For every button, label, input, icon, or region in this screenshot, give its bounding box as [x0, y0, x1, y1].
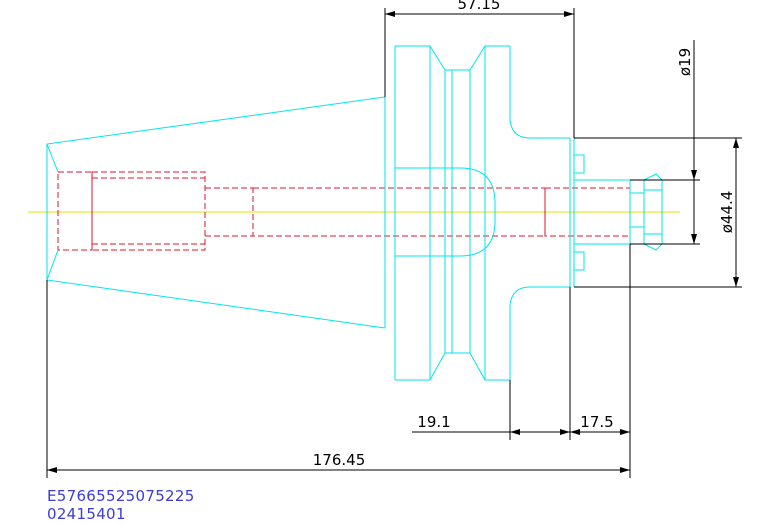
part-code-line-2: 02415401 — [47, 505, 126, 523]
hidden-bore-lines — [57, 171, 631, 251]
dim-shank-diameter: ø44.4 — [718, 191, 736, 234]
dim-spigot-diameter: ø19 — [676, 48, 694, 76]
dimension-arrows — [47, 11, 739, 473]
part-code-line-1: E57665525075225 — [47, 487, 195, 505]
dim-overall-length: 176.45 — [313, 451, 366, 469]
dimension-lines — [46, 8, 742, 478]
tool-outline — [46, 45, 663, 381]
dim-spigot-length: 17.5 — [580, 413, 613, 431]
dim-flange-width: 57.15 — [458, 0, 501, 13]
dim-flange-to-face: 19.1 — [417, 413, 450, 431]
